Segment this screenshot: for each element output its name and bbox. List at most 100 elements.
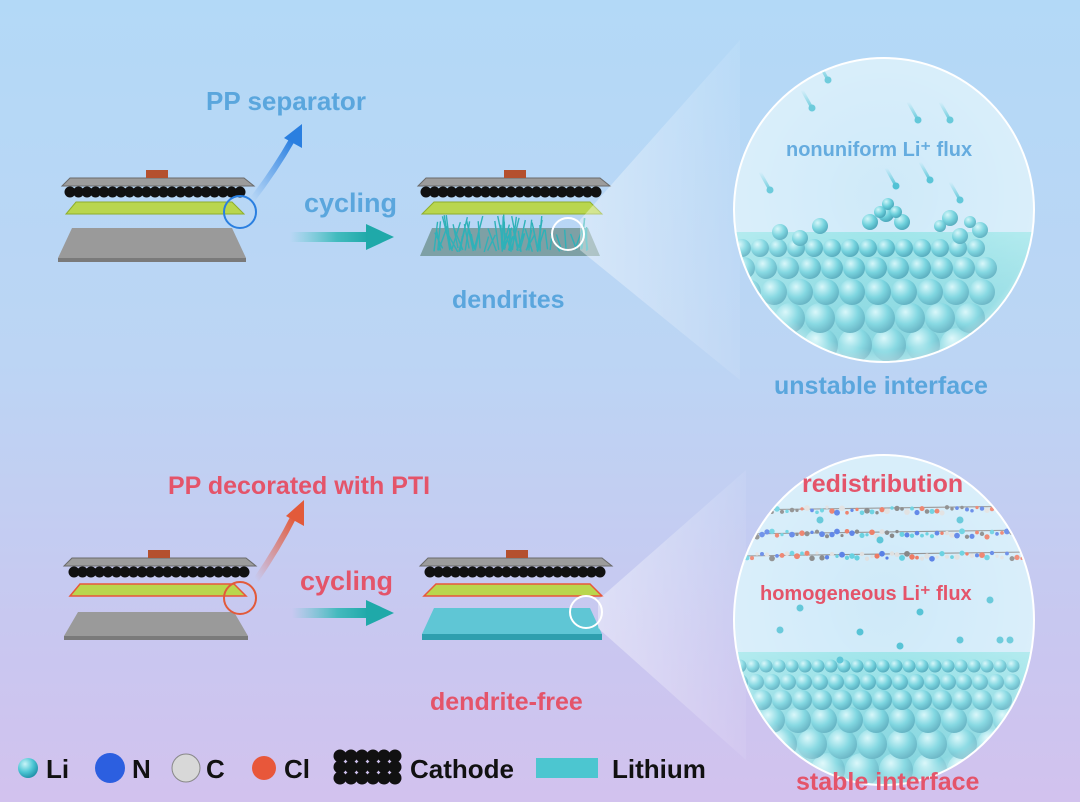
cathode-particle xyxy=(209,186,220,198)
cathode-particle xyxy=(522,186,534,198)
zoom-circle xyxy=(223,581,257,615)
current-collector xyxy=(416,177,612,187)
cathode-particle xyxy=(158,186,169,198)
cathode-particle xyxy=(85,566,97,578)
cathode-particle xyxy=(475,566,487,578)
cathode-particle xyxy=(531,186,542,198)
dendrite-strand xyxy=(524,228,534,252)
cathode-particle xyxy=(333,771,347,785)
cell-dendrites-top xyxy=(416,170,612,256)
cathode-particle xyxy=(175,186,186,198)
dendrite-strand xyxy=(531,222,539,252)
pti-atom xyxy=(1014,509,1020,514)
legend-cl-swatch xyxy=(252,756,276,780)
cathode-particle xyxy=(355,760,369,774)
cathode-particle xyxy=(141,186,152,198)
dendrite-strand xyxy=(433,221,439,252)
pti-atom xyxy=(1024,508,1030,513)
cathode-particle xyxy=(170,566,182,578)
cathode-particle xyxy=(577,566,589,578)
dendrite-strand xyxy=(464,221,471,251)
dendrite-strand xyxy=(459,230,466,250)
pti-atom xyxy=(1019,529,1025,536)
li-atom xyxy=(981,753,1015,785)
dendrite-strand xyxy=(494,220,500,250)
cathode-particle xyxy=(145,566,156,578)
dendrite-strand xyxy=(487,234,496,251)
cathode-particle xyxy=(441,566,453,578)
separator-layer xyxy=(420,201,604,215)
cathode-particle xyxy=(226,186,237,198)
pti-atom xyxy=(754,506,760,513)
callout-arrow xyxy=(249,138,295,202)
cathode-particle xyxy=(433,566,444,578)
cell-dendrite-free-bottom xyxy=(418,550,614,640)
cathode-particle xyxy=(388,771,402,785)
dendrite-strand xyxy=(512,229,519,252)
legend-c-swatch xyxy=(171,753,201,783)
cathode-particles xyxy=(424,566,606,578)
pti-atom xyxy=(1014,529,1020,534)
cathode-particle xyxy=(446,186,457,198)
zoom-bubble-stable xyxy=(733,454,1035,786)
dendrite-strand xyxy=(517,230,522,252)
pti-atom xyxy=(1009,505,1015,511)
legend-lithium-label: Lithium xyxy=(612,754,706,784)
tab-terminal xyxy=(504,170,526,178)
zoom-beam xyxy=(598,470,746,760)
homogeneous-flux-label: homogeneous Li⁺ flux xyxy=(760,583,972,605)
separator-layer xyxy=(64,201,246,215)
cycling-label-bottom: cycling xyxy=(300,566,394,596)
legend xyxy=(18,749,598,785)
zoom-circle xyxy=(223,195,257,229)
cathode-particle xyxy=(492,566,504,578)
cathode-particle xyxy=(388,749,402,763)
cathode-particle xyxy=(187,566,199,578)
cathode-particle xyxy=(115,186,127,198)
cathode-particle xyxy=(463,186,474,198)
cathode-particle xyxy=(111,566,122,578)
separator-layer-pti xyxy=(68,583,248,597)
cathode-particle xyxy=(333,749,347,763)
cathode-particle xyxy=(98,186,110,198)
tab-terminal xyxy=(146,170,168,178)
cathode-particle xyxy=(424,566,436,578)
cathode-particle xyxy=(179,566,190,578)
unstable-interface-label: unstable interface xyxy=(774,372,988,400)
cathode-particle xyxy=(420,186,432,198)
cathode-particle xyxy=(68,566,80,578)
cathode-particle xyxy=(586,566,597,578)
stable-interface-label: stable interface xyxy=(796,768,980,796)
dendrite-strand xyxy=(451,221,462,250)
cathode-particle xyxy=(196,566,207,578)
cathode-particle xyxy=(230,566,241,578)
cathode-particle xyxy=(552,566,563,578)
dendrite-strand xyxy=(501,216,504,252)
pti-atom xyxy=(1024,555,1030,561)
cathode-particle xyxy=(183,186,195,198)
cell-pp-pti-bottom xyxy=(62,550,258,640)
cathode-particle xyxy=(200,186,212,198)
dendrite-strand xyxy=(487,228,498,252)
cathode-particle xyxy=(366,760,380,774)
legend-n-label: N xyxy=(132,754,151,784)
cathode-particle xyxy=(153,566,165,578)
cathode-particle xyxy=(488,186,500,198)
cathode-particles xyxy=(420,186,602,198)
cathode-particle xyxy=(505,186,517,198)
current-collector xyxy=(418,557,614,567)
cathode-particles xyxy=(64,186,246,198)
cathode-particle xyxy=(471,186,483,198)
dendrite-free-label: dendrite-free xyxy=(430,688,583,716)
cathode-particle xyxy=(501,566,512,578)
cathode-particle xyxy=(204,566,216,578)
cathode-particle xyxy=(518,566,529,578)
cathode-particle xyxy=(366,749,380,763)
cathode-particle xyxy=(594,566,606,578)
cathode-particle xyxy=(548,186,559,198)
cathode-particle xyxy=(377,771,391,785)
dendrite-strand xyxy=(465,220,474,252)
cathode-particle xyxy=(238,566,250,578)
cathode-particle xyxy=(480,186,491,198)
legend-c-label: C xyxy=(206,754,225,784)
